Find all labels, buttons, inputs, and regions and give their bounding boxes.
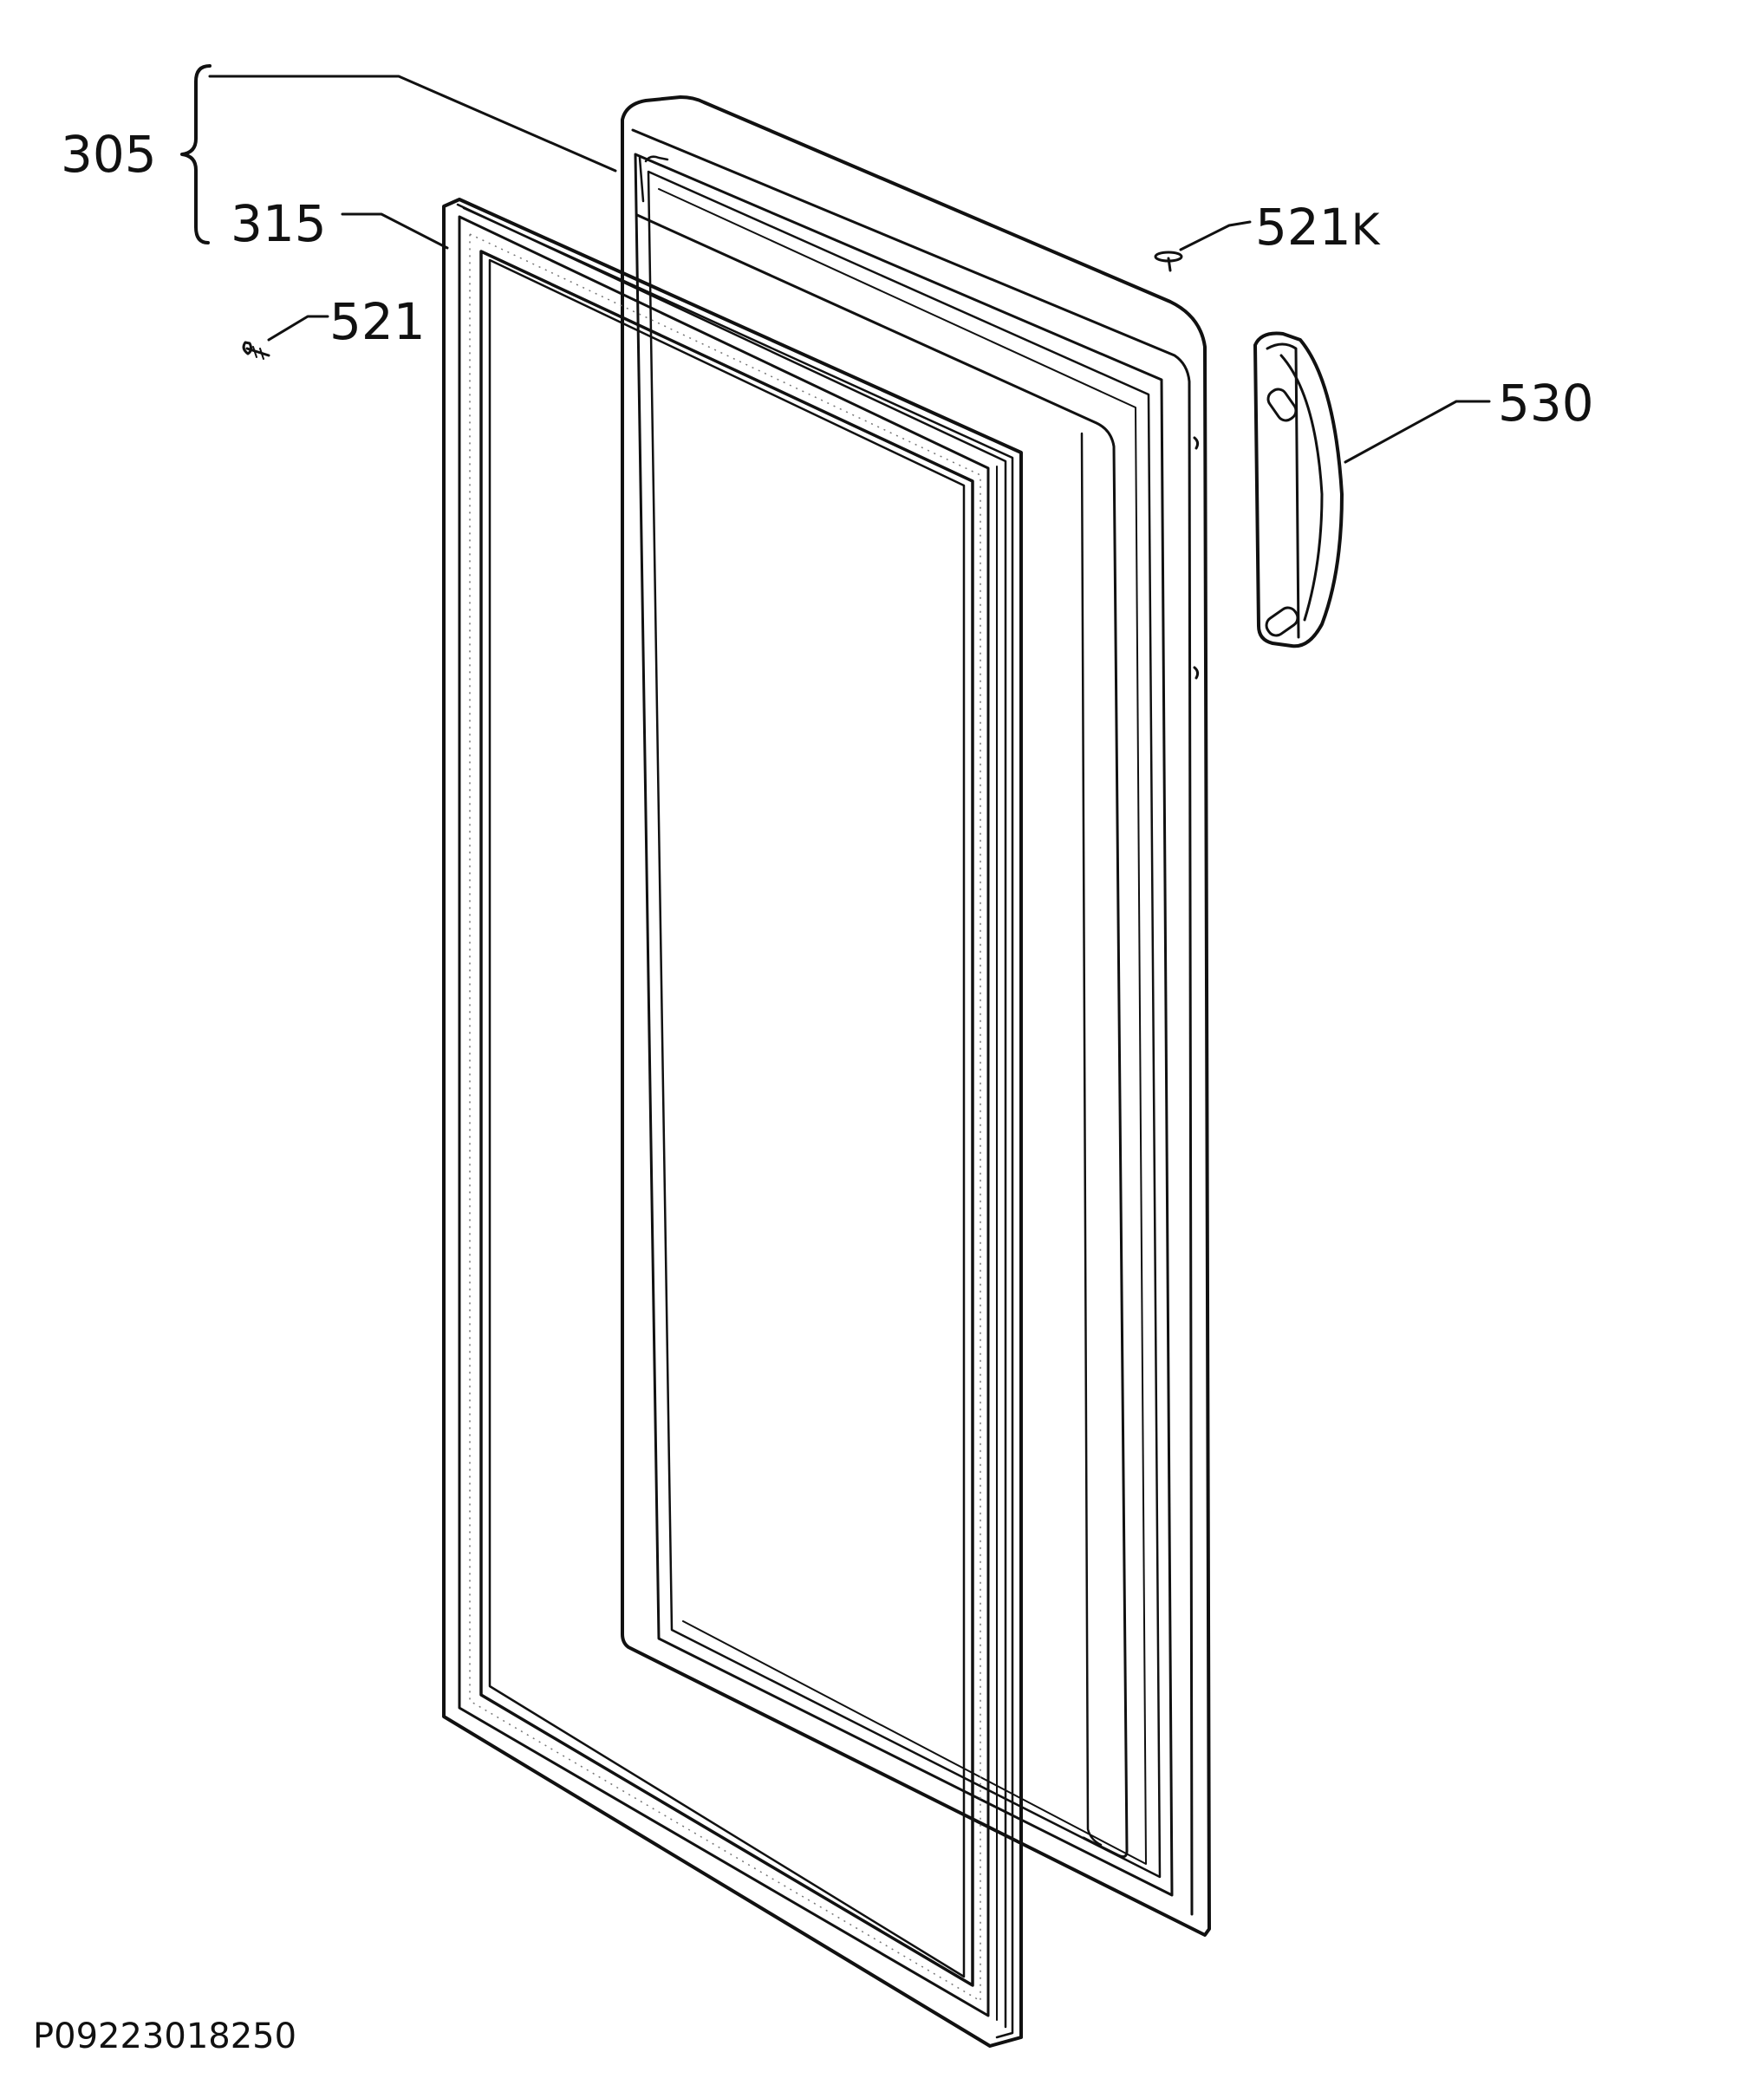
door-handle <box>1253 331 1344 648</box>
screw-521k-icon <box>1154 251 1183 272</box>
screw-521-icon <box>242 341 270 360</box>
callout-315: 315 <box>231 194 327 253</box>
document-id: P09223018250 <box>33 2017 296 2056</box>
callout-521k-suffix: K <box>1351 205 1381 255</box>
leader-lines <box>180 64 1491 464</box>
callout-530: 530 <box>1498 374 1594 433</box>
callout-521k-number: 521 <box>1255 198 1351 257</box>
callout-305: 305 <box>61 125 157 184</box>
door-gasket <box>442 198 1023 2048</box>
callout-521k: 521K <box>1255 198 1381 257</box>
door-panel <box>621 95 1211 1937</box>
callout-521: 521 <box>329 292 426 351</box>
